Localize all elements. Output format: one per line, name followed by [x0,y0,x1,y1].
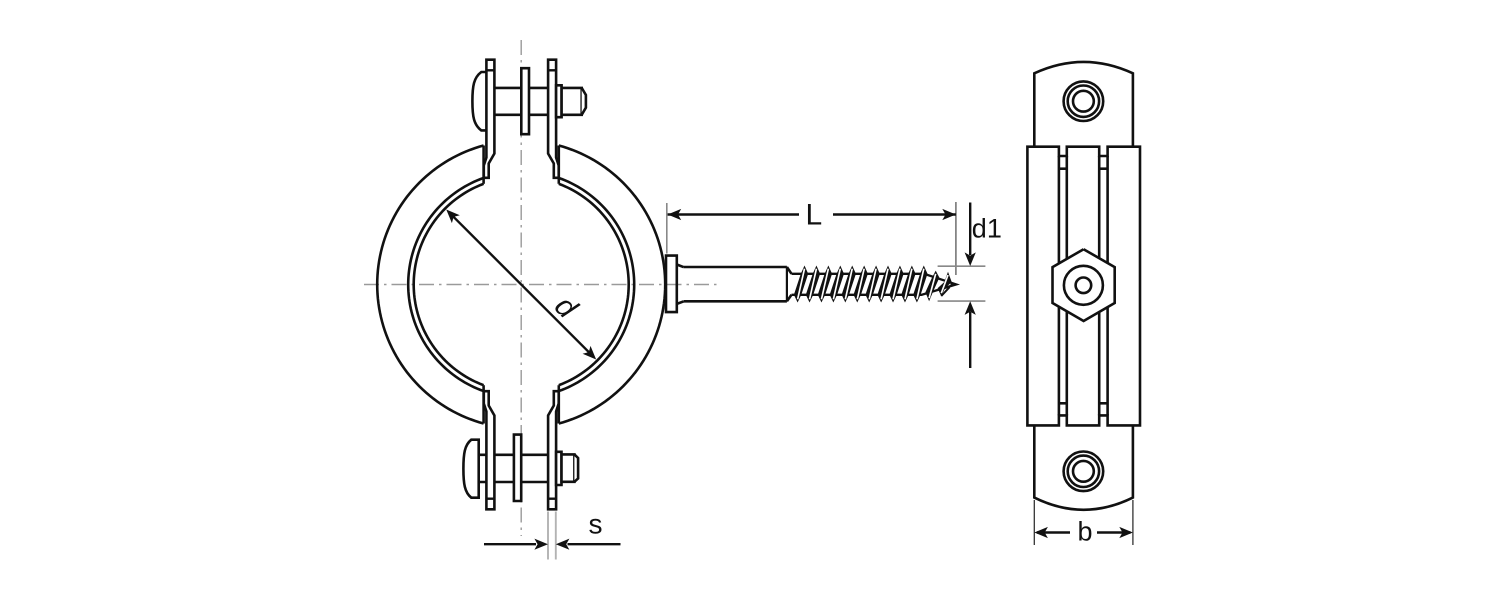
svg-text:b: b [1078,517,1093,547]
svg-text:L: L [806,199,823,232]
svg-text:d: d [548,290,584,326]
svg-text:s: s [589,509,603,540]
svg-text:d1: d1 [972,213,1002,243]
